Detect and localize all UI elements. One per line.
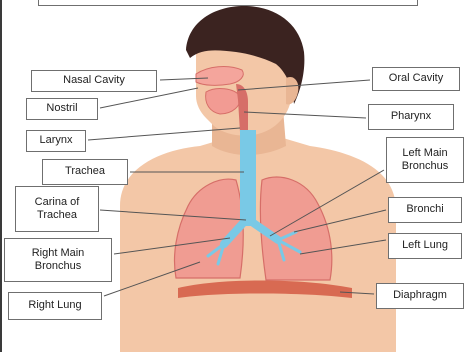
- label-nasal-cavity-text: Nasal Cavity: [63, 74, 125, 87]
- label-carina-of-trachea: Carina of Trachea: [15, 186, 99, 232]
- label-larynx-text: Larynx: [39, 134, 72, 147]
- label-left-main-bronchus-line1: Left Main: [402, 147, 447, 160]
- label-bronchi-text: Bronchi: [406, 203, 443, 216]
- label-nasal-cavity: Nasal Cavity: [31, 70, 157, 92]
- label-trachea-text: Trachea: [65, 165, 105, 178]
- label-right-lung: Right Lung: [8, 292, 102, 320]
- label-left-main-bronchus-line2: Bronchus: [402, 160, 448, 173]
- label-diaphragm-text: Diaphragm: [393, 289, 447, 302]
- label-left-lung-text: Left Lung: [402, 239, 448, 252]
- label-larynx: Larynx: [26, 130, 86, 152]
- label-left-lung: Left Lung: [388, 233, 462, 259]
- label-right-lung-text: Right Lung: [28, 299, 81, 312]
- label-carina-line1: Carina of: [35, 196, 80, 209]
- label-pharynx-text: Pharynx: [391, 110, 431, 123]
- label-right-main-bronchus-line2: Bronchus: [35, 260, 81, 273]
- label-trachea: Trachea: [42, 159, 128, 185]
- trachea-shape: [240, 130, 256, 226]
- label-carina-line2: Trachea: [37, 209, 77, 222]
- label-nostril: Nostril: [26, 98, 98, 120]
- label-right-main-bronchus: Right Main Bronchus: [4, 238, 112, 282]
- label-oral-cavity: Oral Cavity: [372, 67, 460, 91]
- label-bronchi: Bronchi: [388, 197, 462, 223]
- label-right-main-bronchus-line1: Right Main: [32, 247, 85, 260]
- label-pharynx: Pharynx: [368, 104, 454, 130]
- ear: [286, 77, 298, 105]
- label-oral-cavity-text: Oral Cavity: [389, 72, 443, 85]
- label-left-main-bronchus: Left Main Bronchus: [386, 137, 464, 183]
- label-nostril-text: Nostril: [46, 102, 77, 115]
- label-diaphragm: Diaphragm: [376, 283, 464, 309]
